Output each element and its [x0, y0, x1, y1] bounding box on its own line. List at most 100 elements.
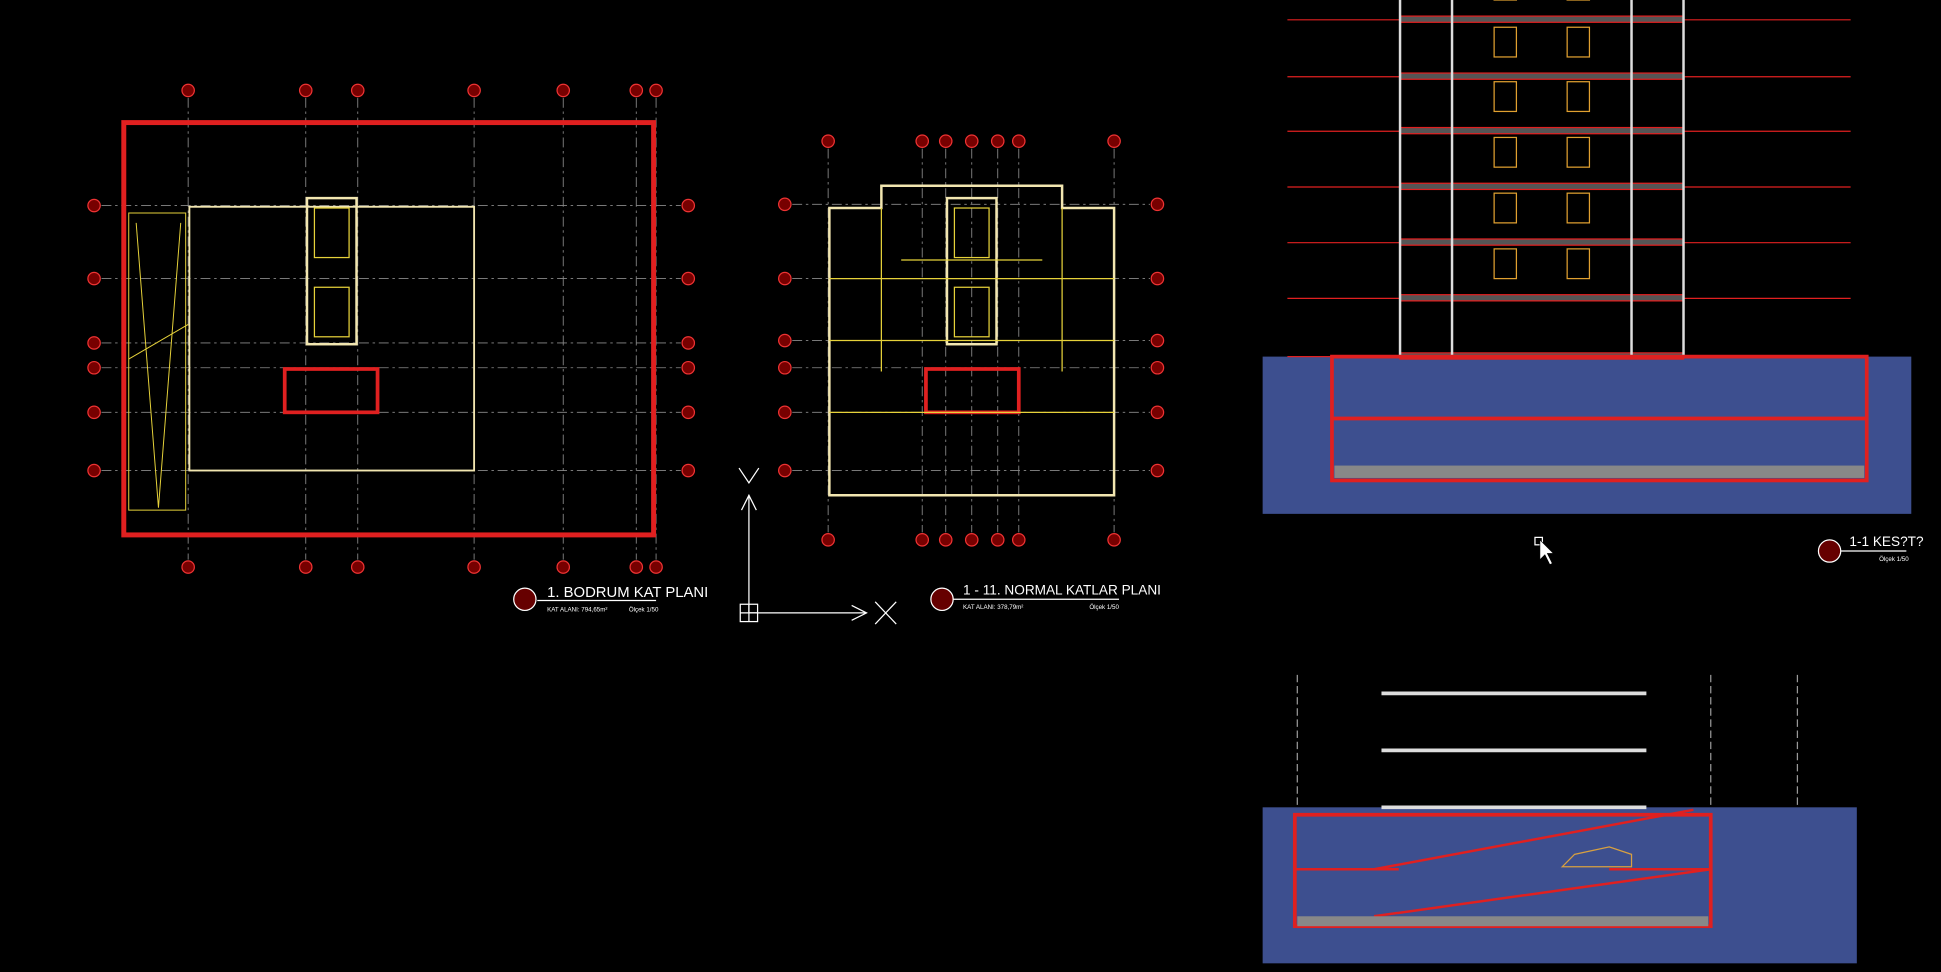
ground-fill — [1262, 356, 1912, 514]
floor-slab — [1399, 238, 1685, 246]
grid-bubble — [964, 533, 979, 547]
grid-bubble — [1011, 134, 1026, 148]
grid-bubble — [938, 533, 953, 547]
typical-floor-plan: 1 - 11. NORMAL KATLAR PLANI KAT ALANI: 3… — [778, 134, 1165, 612]
grid-bubble — [778, 360, 792, 375]
grid-bubble — [681, 360, 696, 375]
grid-bubble — [821, 134, 835, 148]
grid-bubble — [938, 134, 953, 148]
grid-bubble — [87, 463, 101, 478]
grid-bubble — [298, 83, 313, 98]
basement-plan-title: 1. BODRUM KAT PLANI — [547, 585, 708, 601]
basement-plan: 1. BODRUM KAT PLANI KAT ALANI: 794,65m² … — [87, 83, 708, 614]
grid-bubble — [990, 533, 1005, 547]
grid-bubble — [1150, 360, 1165, 375]
typical-scale: Ölçek 1/50 — [1089, 604, 1119, 611]
upper-slabs — [1381, 691, 1647, 810]
grid-bubble — [681, 405, 696, 420]
grid-bubble — [778, 197, 792, 212]
grid-bubble — [821, 533, 835, 547]
grid-bubble — [298, 560, 313, 574]
foundation — [1334, 465, 1865, 478]
grid-bubble — [467, 560, 481, 574]
grid-bubble — [649, 83, 663, 98]
window — [1493, 248, 1518, 280]
grid-bubble — [1150, 197, 1165, 212]
grid-bubble — [778, 405, 792, 420]
typical-stair-1 — [953, 207, 990, 259]
typical-walls — [829, 208, 1115, 413]
floor-slab — [1399, 126, 1685, 135]
section-walls — [1398, 0, 1685, 357]
grid-bubble — [681, 271, 696, 286]
grid-bubble — [990, 134, 1005, 148]
grid-bubble — [629, 83, 644, 98]
section-title-bubble — [1817, 539, 1842, 563]
grid-bubble — [681, 198, 696, 213]
ucs-y-label: Y — [749, 474, 750, 476]
grid-bubble — [1107, 533, 1121, 547]
window — [1493, 136, 1518, 168]
window — [1566, 136, 1591, 168]
grid-bubble — [1011, 533, 1026, 547]
grid-bubble — [556, 560, 571, 574]
window — [1493, 81, 1518, 113]
mouse-cursor-icon — [1534, 536, 1555, 566]
ucs-x-label: X — [885, 618, 886, 620]
window — [1566, 81, 1591, 113]
basement-stair-core — [305, 196, 358, 346]
floor-slab — [1399, 15, 1685, 23]
typical-stair-2 — [953, 286, 990, 338]
grid-bubble — [1150, 405, 1165, 420]
grid-bubble — [681, 336, 696, 350]
grid-bubble — [350, 83, 365, 98]
grid-bubble — [1107, 134, 1121, 148]
floor-slab — [1399, 294, 1685, 302]
floor-slab — [1399, 72, 1685, 80]
grid-bubble — [181, 83, 195, 98]
basement-outer-wall — [121, 120, 657, 538]
basement-ramp — [128, 212, 189, 511]
typical-plan-title: 1 - 11. NORMAL KATLAR PLANI — [963, 582, 1161, 597]
grid-bubble — [629, 560, 644, 574]
grid-bubble — [1150, 333, 1165, 348]
grid-bubble — [915, 134, 930, 148]
grid-bubble — [778, 333, 792, 348]
grid-bubble — [556, 83, 571, 98]
window — [1493, 192, 1518, 224]
basement-core-frame — [188, 205, 476, 472]
grid-bubble — [1150, 271, 1165, 286]
typical-area: KAT ALANI: 378,79m² — [963, 604, 1023, 611]
ramp-foundation — [1297, 916, 1709, 927]
basement-scale: Ölçek 1/50 — [629, 607, 659, 614]
floor-slab — [1399, 182, 1685, 191]
grid-bubble — [467, 83, 481, 98]
section-scale: Ölçek 1/50 — [1879, 556, 1909, 563]
window — [1566, 26, 1591, 58]
grid-bubble — [915, 533, 930, 547]
basement-stair-2 — [313, 286, 350, 338]
window — [1493, 26, 1518, 58]
grid-bubble — [778, 271, 792, 286]
typical-shaft — [924, 367, 1021, 415]
grid-bubble — [1150, 463, 1165, 478]
basement-area: KAT ALANI: 794,65m² — [547, 607, 607, 614]
grid-bubble — [181, 560, 195, 574]
typical-title-bubble — [930, 587, 954, 612]
ramp-ground-fill — [1262, 807, 1857, 964]
section-1-1: 1-1 KES?T? Ölçek 1/50 — [1262, 0, 1924, 563]
basement-title-bubble — [513, 587, 537, 612]
window — [1566, 248, 1591, 280]
grid-bubble — [87, 405, 101, 420]
grid-bubble — [778, 463, 792, 478]
basement-stair-1 — [313, 207, 350, 259]
grid-bubble — [87, 271, 101, 286]
ramp-section — [1262, 674, 1857, 964]
car-icon — [1560, 846, 1633, 868]
basement-grid-lines — [87, 83, 696, 574]
section-title: 1-1 KES?T? — [1849, 534, 1924, 549]
grid-bubble — [350, 560, 365, 574]
grid-bubble — [87, 360, 101, 375]
grid-bubble — [87, 198, 101, 213]
